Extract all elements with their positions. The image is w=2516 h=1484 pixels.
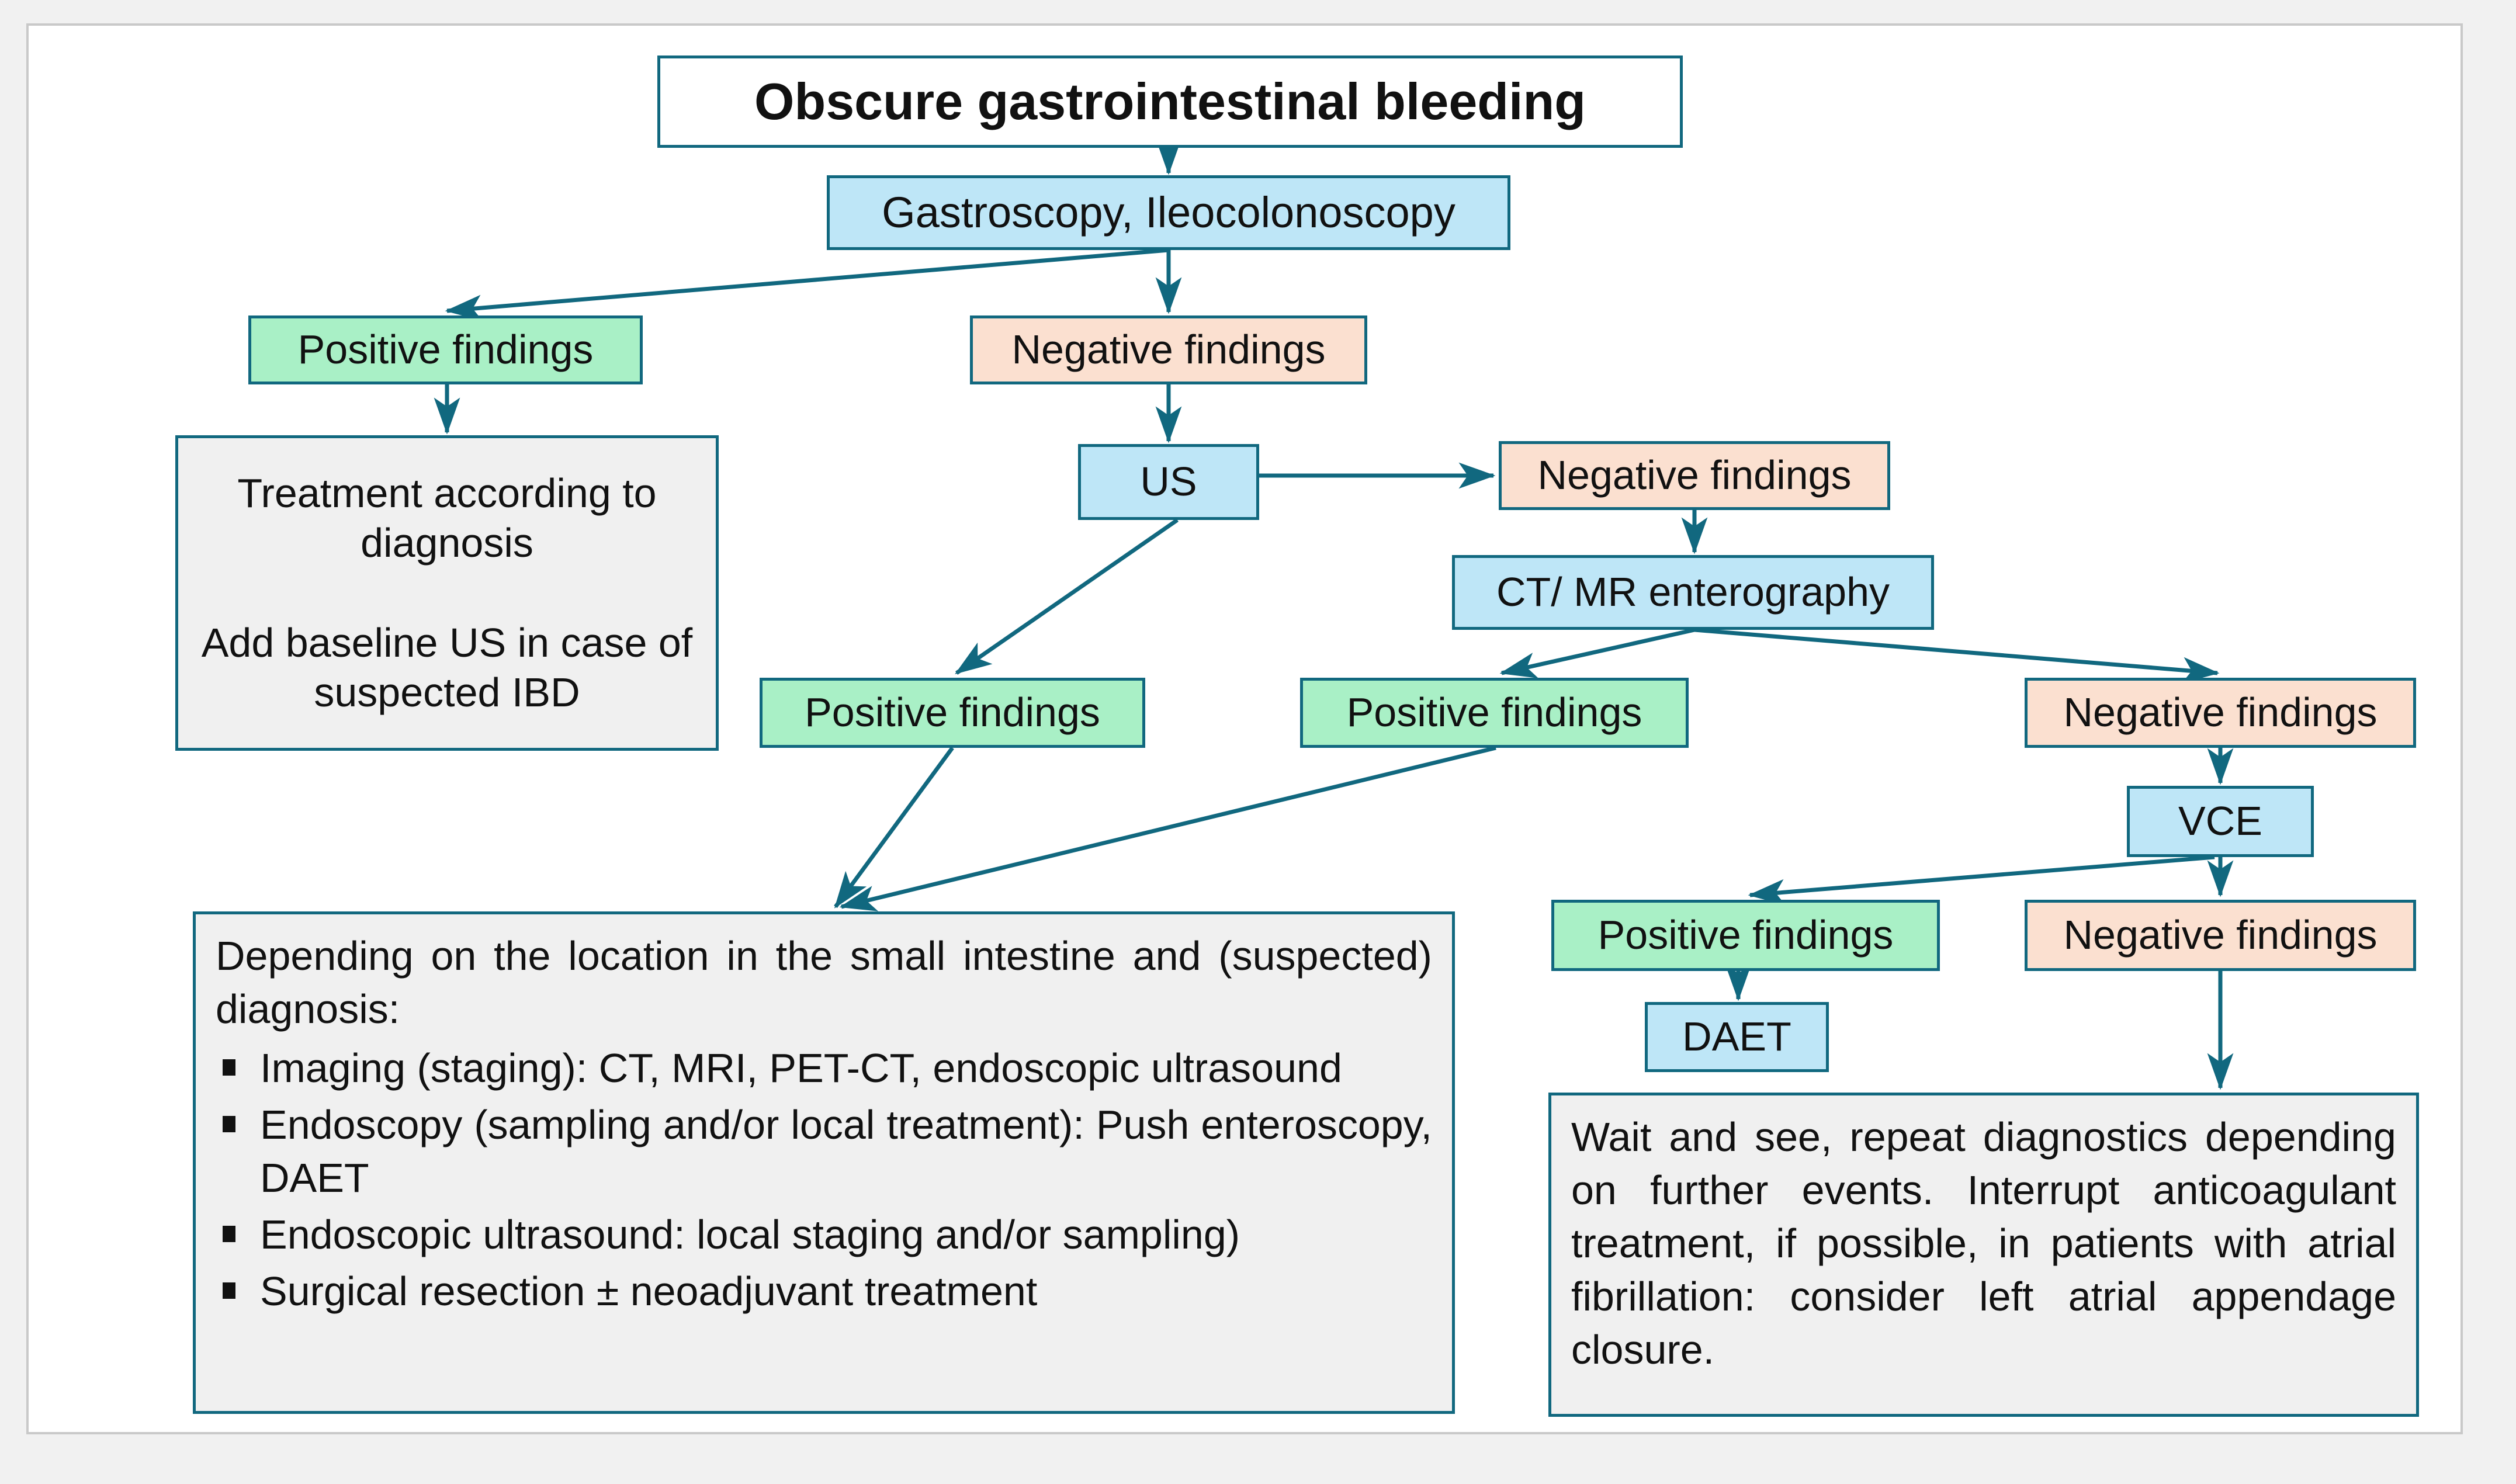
node-us[interactable]: US (1078, 444, 1259, 520)
node-negative-findings-1[interactable]: Negative findings (970, 315, 1367, 384)
treatment-line-2: Add baseline US in case of suspected IBD (201, 619, 693, 716)
node-us-label: US (1140, 459, 1197, 505)
node-title: Obscure gastrointestinal bleeding (657, 56, 1683, 148)
list-item: Endoscopy (sampling and/or local treatme… (216, 1098, 1432, 1205)
node-positive-findings-2[interactable]: Positive findings (760, 678, 1145, 748)
bullet-square-icon (223, 1226, 235, 1242)
node-treatment-label: Treatment according to diagnosis Add bas… (178, 469, 716, 718)
small-intestine-panel-body: Depending on the location in the small i… (216, 930, 1432, 1318)
node-vce[interactable]: VCE (2127, 786, 2314, 857)
wait-and-see-panel-body: Wait and see, repeat diagnostics dependi… (1571, 1111, 2396, 1376)
edge-positive3-to-panel (839, 746, 1496, 911)
node-negative-findings-2[interactable]: Negative findings (1499, 441, 1890, 510)
edge-us-to-positive2 (955, 518, 1179, 675)
bullet-square-icon (223, 1059, 235, 1076)
edge-positive2-to-panel (834, 746, 954, 909)
wait-and-see-panel-text: Wait and see, repeat diagnostics dependi… (1571, 1114, 2396, 1372)
node-ct-mr-enterography-label: CT/ MR enterography (1496, 569, 1890, 615)
node-ct-mr-enterography[interactable]: CT/ MR enterography (1452, 555, 1934, 630)
node-daet-label: DAET (1682, 1014, 1791, 1060)
node-positive-findings-1[interactable]: Positive findings (248, 315, 643, 384)
treatment-line-1: Treatment according to diagnosis (237, 470, 657, 566)
small-intestine-panel-intro: Depending on the location in the small i… (216, 933, 1432, 1032)
small-intestine-bullet-list: Imaging (staging): CT, MRI, PET-CT, endo… (216, 1042, 1432, 1318)
list-item-text: Imaging (staging): CT, MRI, PET-CT, endo… (260, 1045, 1342, 1091)
list-item-text: Endoscopy (sampling and/or local treatme… (260, 1102, 1432, 1201)
node-negative-findings-4[interactable]: Negative findings (2025, 900, 2416, 971)
node-gastroscopy-label: Gastroscopy, Ileocolonoscopy (882, 188, 1455, 237)
node-positive-findings-4[interactable]: Positive findings (1551, 900, 1940, 971)
node-positive-findings-1-label: Positive findings (297, 327, 594, 373)
node-positive-findings-4-label: Positive findings (1597, 912, 1894, 958)
node-positive-findings-3[interactable]: Positive findings (1300, 678, 1689, 748)
edge-gastroscopy-to-positive1 (445, 248, 1169, 321)
list-item: Endoscopic ultrasound: local staging and… (216, 1208, 1432, 1261)
node-negative-findings-3-label: Negative findings (2063, 689, 2378, 736)
edge-vce-to-positive4 (1748, 855, 2215, 906)
node-negative-findings-1-label: Negative findings (1011, 327, 1326, 373)
bullet-square-icon (223, 1282, 235, 1299)
edge-ctmr-to-negative3 (1694, 627, 2220, 684)
node-treatment[interactable]: Treatment according to diagnosis Add bas… (175, 435, 719, 751)
bullet-square-icon (223, 1116, 235, 1132)
list-item-text: Surgical resection ± neoadjuvant treatme… (260, 1268, 1038, 1314)
node-positive-findings-2-label: Positive findings (805, 689, 1100, 736)
node-wait-and-see-panel[interactable]: Wait and see, repeat diagnostics dependi… (1548, 1093, 2419, 1417)
node-negative-findings-3[interactable]: Negative findings (2025, 678, 2416, 748)
node-gastroscopy[interactable]: Gastroscopy, Ileocolonoscopy (827, 175, 1510, 250)
node-small-intestine-panel[interactable]: Depending on the location in the small i… (193, 911, 1455, 1414)
list-item: Imaging (staging): CT, MRI, PET-CT, endo… (216, 1042, 1432, 1095)
node-vce-label: VCE (2178, 798, 2262, 844)
node-negative-findings-4-label: Negative findings (2063, 912, 2378, 958)
list-item-text: Endoscopic ultrasound: local staging and… (260, 1212, 1240, 1257)
node-daet[interactable]: DAET (1645, 1002, 1829, 1072)
list-item: Surgical resection ± neoadjuvant treatme… (216, 1265, 1432, 1318)
node-title-label: Obscure gastrointestinal bleeding (754, 72, 1586, 131)
node-negative-findings-2-label: Negative findings (1537, 452, 1852, 498)
node-positive-findings-3-label: Positive findings (1346, 689, 1642, 736)
edge-ctmr-to-positive3 (1499, 627, 1695, 678)
